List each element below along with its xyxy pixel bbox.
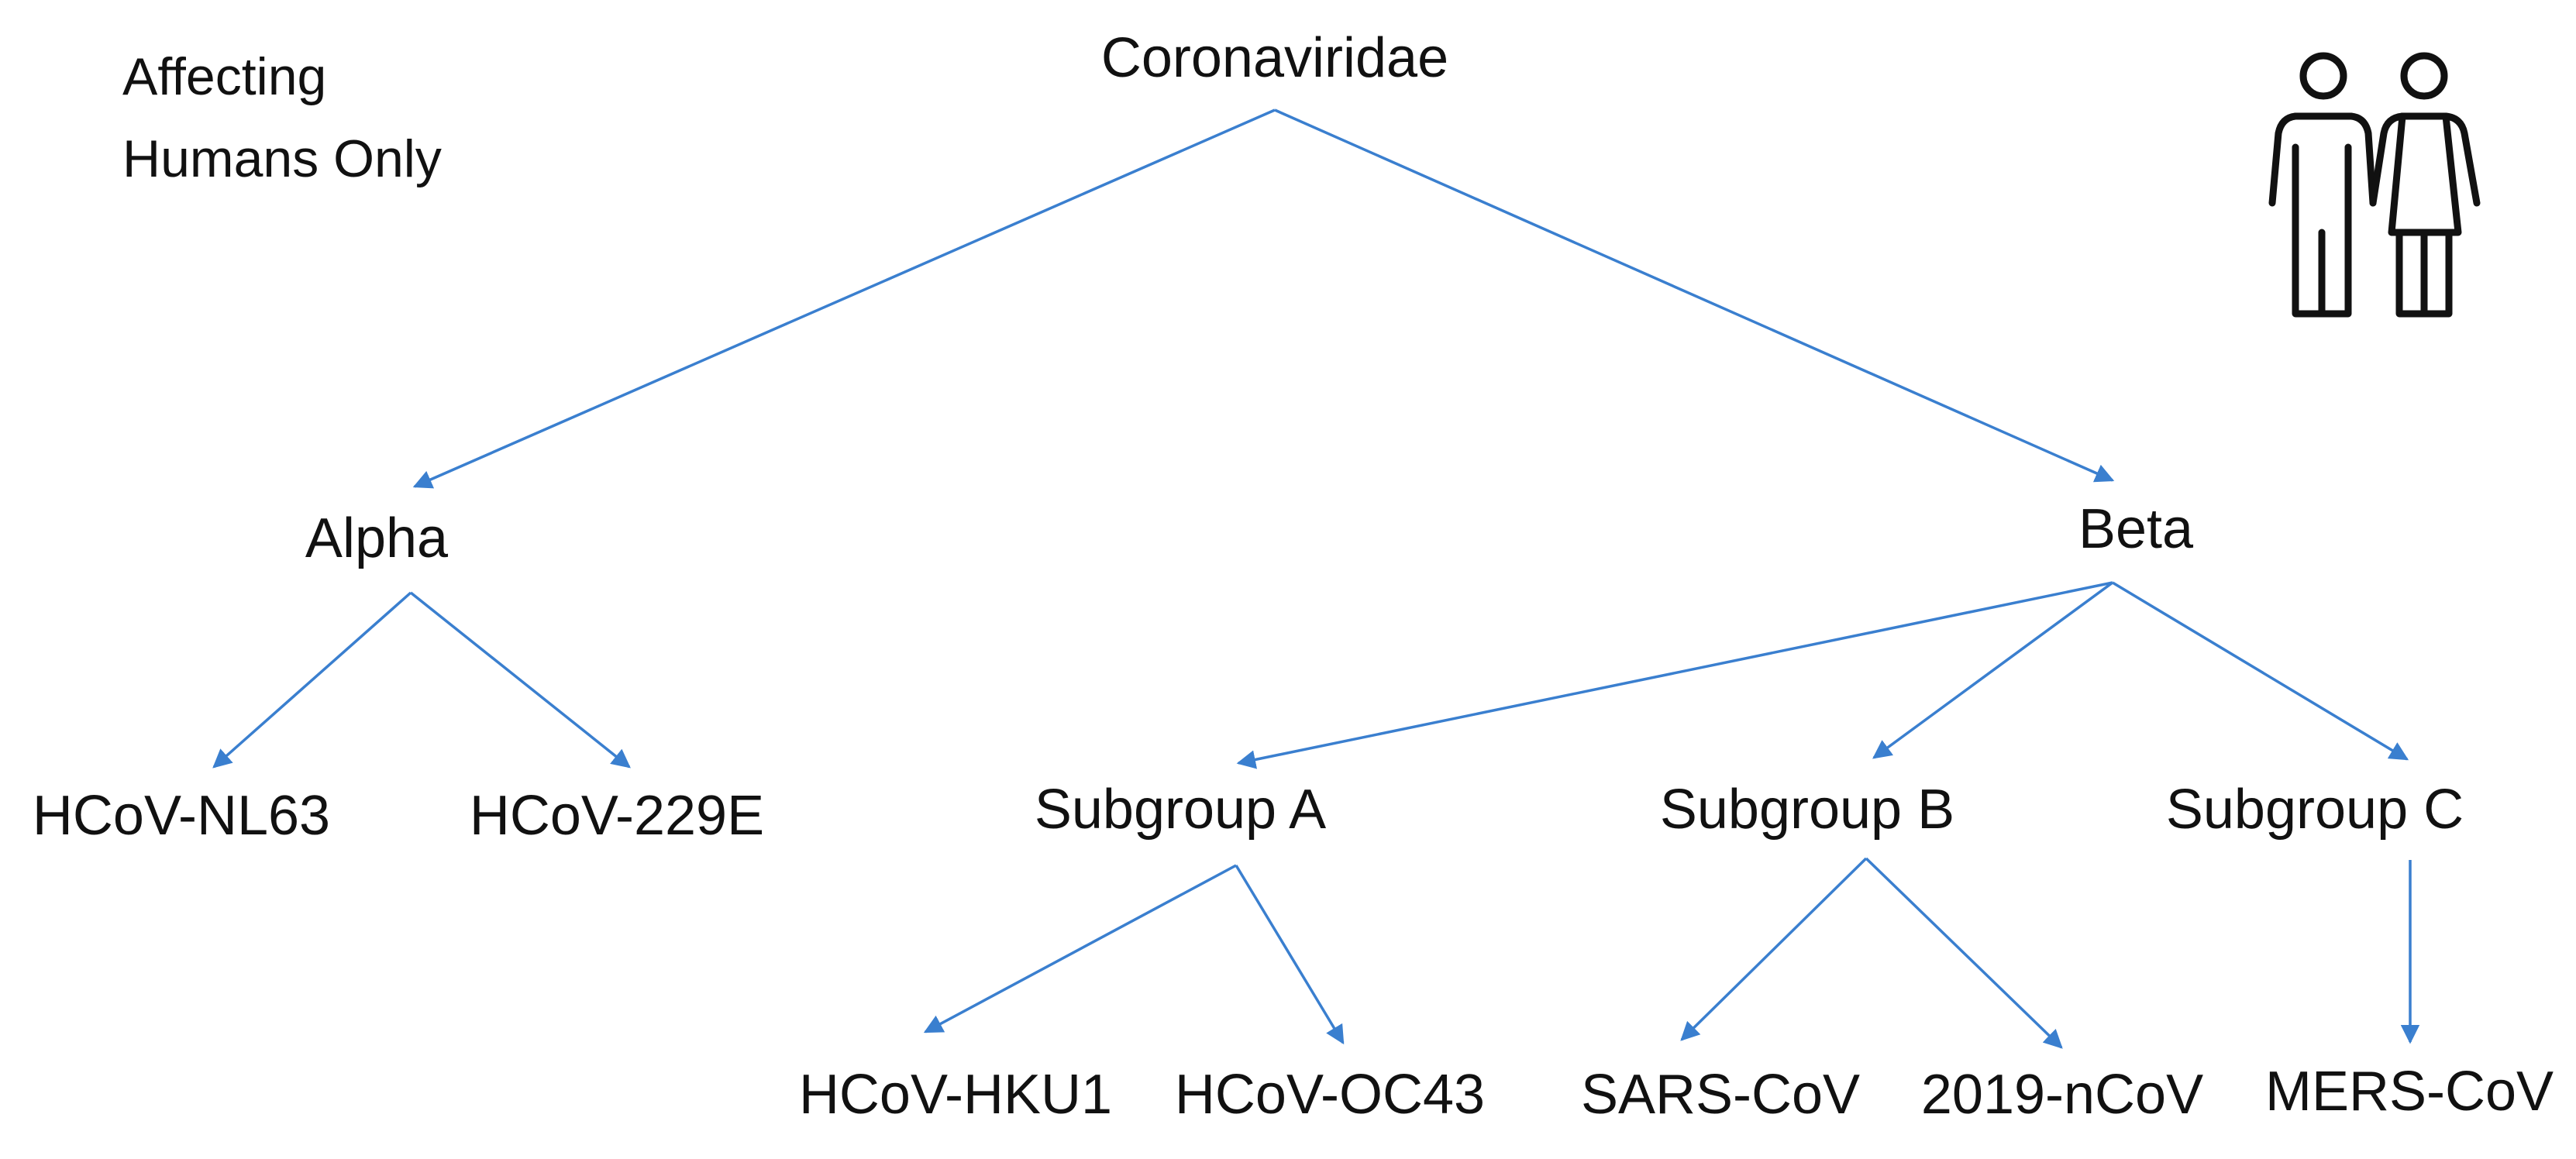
node-hcov-229e: HCoV-229E (470, 785, 764, 847)
node-coronaviridae: Coronaviridae (1101, 27, 1448, 89)
edge-subB-to-ncov (1865, 857, 2063, 1049)
edge-alpha-to-nl63 (212, 591, 412, 769)
edge-alpha-to-e229 (409, 591, 631, 769)
node-hcov-hku1: HCoV-HKU1 (799, 1064, 1112, 1126)
node-2019-ncov: 2019-nCoV (1921, 1064, 2203, 1126)
node-mers-cov: MERS-CoV (2265, 1061, 2554, 1123)
edge-beta-to-subA (1236, 581, 2113, 769)
node-subgroup-a: Subgroup A (1035, 779, 1326, 841)
node-hcov-nl63: HCoV-NL63 (33, 785, 330, 847)
node-subgroup-b: Subgroup B (1660, 779, 1954, 841)
edge-subB-to-sars (1680, 857, 1868, 1041)
node-alpha: Alpha (305, 507, 449, 569)
edge-beta-to-subC (2112, 581, 2409, 761)
people-icon (2268, 52, 2481, 318)
node-hcov-oc43: HCoV-OC43 (1175, 1064, 1485, 1126)
edge-root-to-alpha (412, 108, 1276, 489)
node-beta: Beta (2078, 498, 2194, 560)
note-line-1: Affecting (122, 47, 326, 106)
node-subgroup-c: Subgroup C (2166, 779, 2464, 841)
node-sars-cov: SARS-CoV (1581, 1064, 1860, 1126)
edge-root-to-beta (1274, 108, 2115, 483)
edge-subA-to-hku1 (923, 864, 1237, 1033)
edges-layer (212, 108, 2420, 1049)
edge-beta-to-subB (1872, 581, 2114, 759)
note-line-2: Humans Only (122, 129, 442, 188)
edge-subA-to-oc43 (1235, 865, 1345, 1045)
